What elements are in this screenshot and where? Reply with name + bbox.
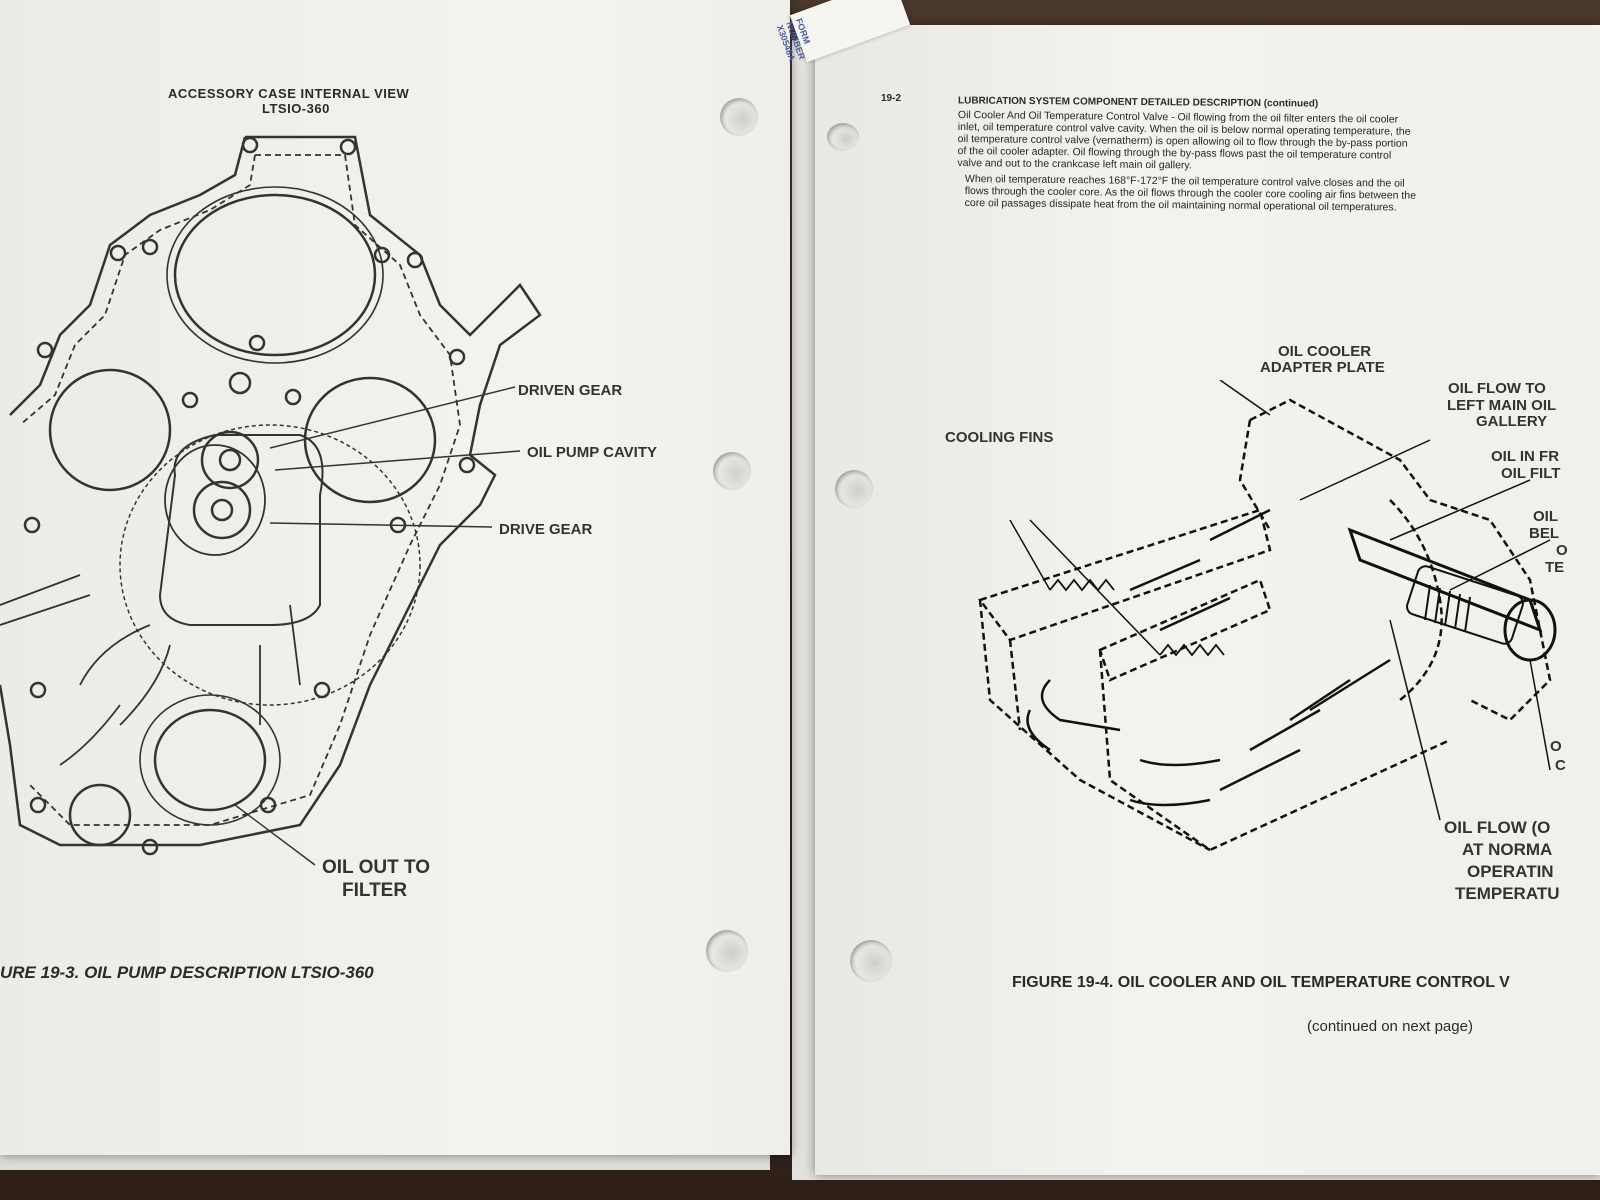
label-oil-in-line1: OIL IN FR	[1491, 448, 1560, 465]
label-oil-bel-line1: OIL	[1533, 508, 1558, 525]
section-title: LUBRICATION SYSTEM COMPONENT DETAILED DE…	[957, 95, 1319, 110]
oil-pump-diagram	[0, 135, 542, 866]
label-flow-normal-line1: OIL FLOW (O	[1444, 818, 1551, 837]
label-oil-out-line2: FILTER	[342, 880, 408, 901]
continued-note: (continued on next page)	[1307, 1018, 1473, 1035]
label-oil-o-line2: C	[1555, 757, 1566, 774]
right-page: 19-2 LUBRICATION SYSTEM COMPONENT DETAIL…	[815, 25, 1600, 1175]
punch-hole	[720, 98, 758, 136]
left-figure-caption: URE 19-3. OIL PUMP DESCRIPTION LTSIO-360	[0, 963, 374, 982]
label-flow-left-line3: GALLERY	[1476, 413, 1548, 430]
punch-hole	[713, 452, 751, 490]
label-oil-bel-line2: BEL	[1529, 525, 1559, 542]
label-adapter-line1: OIL COOLER	[1278, 343, 1372, 360]
oil-cooler-diagram	[977, 380, 1557, 852]
left-page: ACCESSORY CASE INTERNAL VIEW LTSIO-360	[0, 0, 790, 1155]
label-flow-left-line1: OIL FLOW TO	[1448, 380, 1546, 397]
label-oil-in-line2: OIL FILT	[1501, 465, 1561, 482]
punch-hole	[835, 470, 873, 508]
paragraph-1: Oil Cooler And Oil Temperature Control V…	[957, 109, 1410, 174]
label-oil-o-line1: O	[1550, 738, 1562, 755]
label-driven-gear: DRIVEN GEAR	[518, 382, 623, 399]
label-flow-normal-line2: AT NORMA	[1462, 840, 1553, 859]
label-oil-out-line1: OIL OUT TO	[322, 857, 431, 878]
label-oil-pump-cavity: OIL PUMP CAVITY	[527, 444, 658, 461]
punch-hole	[850, 940, 892, 982]
label-cooling-fins: COOLING FINS	[945, 429, 1054, 446]
label-flow-normal-line3: OPERATIN	[1467, 862, 1554, 881]
label-flow-normal-line4: TEMPERATU	[1455, 884, 1560, 903]
label-oil-bel-line4: TE	[1545, 559, 1565, 576]
label-oil-bel-line3: O	[1556, 542, 1568, 559]
paragraph-2: When oil temperature reaches 168°F-172°F…	[965, 173, 1417, 214]
left-title-line1: ACCESSORY CASE INTERNAL VIEW	[168, 86, 410, 101]
page-number: 19-2	[881, 93, 902, 104]
punch-hole	[706, 930, 748, 972]
label-drive-gear: DRIVE GEAR	[499, 521, 593, 538]
right-figure-caption: FIGURE 19-4. OIL COOLER AND OIL TEMPERAT…	[1012, 974, 1510, 991]
left-title-line2: LTSIO-360	[262, 101, 330, 116]
label-flow-left-line2: LEFT MAIN OIL	[1447, 397, 1557, 414]
label-adapter-line2: ADAPTER PLATE	[1260, 359, 1385, 376]
punch-hole	[827, 123, 859, 151]
